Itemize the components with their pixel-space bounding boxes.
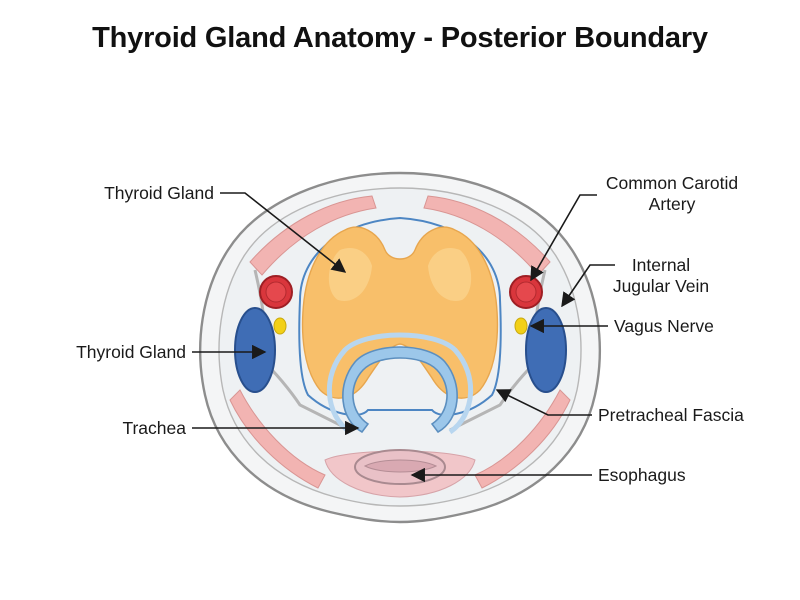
label-vagus-nerve: Vagus Nerve (614, 316, 714, 336)
vagus-nerve-left (273, 317, 287, 335)
label-internal-jugular-line2: Jugular Vein (613, 276, 709, 296)
label-common-carotid-line1: Common Carotid (606, 173, 738, 193)
label-thyroid-gland-left: Thyroid Gland (76, 342, 186, 362)
strap-muscle-right (423, 195, 551, 276)
strap-muscle-left (249, 195, 377, 276)
internal-jugular-vein-right (525, 307, 567, 393)
label-internal-jugular-line1: Internal (632, 255, 690, 275)
label-esophagus: Esophagus (598, 465, 686, 485)
diagram-title: Thyroid Gland Anatomy - Posterior Bounda… (92, 22, 708, 54)
common-carotid-artery-right-inner (515, 281, 537, 303)
label-pretracheal-fascia: Pretracheal Fascia (598, 405, 744, 425)
leader-common-carotid (530, 194, 597, 282)
pretracheal-fascia (298, 216, 502, 416)
label-common-carotid-line2: Artery (649, 194, 696, 214)
label-trachea: Trachea (122, 418, 186, 438)
leader-internal-jugular (561, 264, 615, 308)
vagus-nerve-right (514, 317, 528, 335)
leader-thyroid-upper (220, 192, 347, 273)
leader-pretracheal-fascia (495, 389, 592, 416)
thyroid-highlight-right (428, 247, 472, 301)
internal-jugular-vein-left (234, 307, 276, 393)
label-thyroid-gland-upper: Thyroid Gland (104, 183, 214, 203)
trachea-ring-outer (326, 332, 474, 435)
common-carotid-artery-left-inner (265, 281, 287, 303)
